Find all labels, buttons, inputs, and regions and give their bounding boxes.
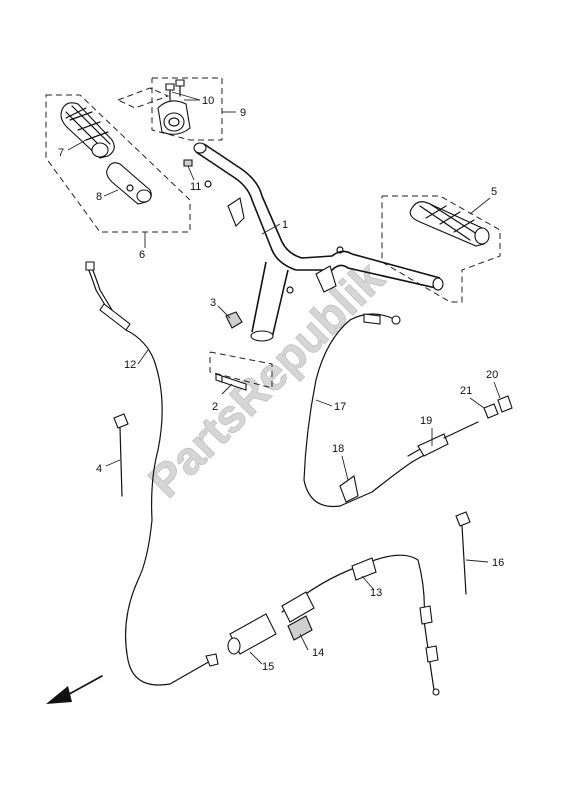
cable-tie-right bbox=[455, 511, 471, 595]
brake-cable bbox=[281, 554, 440, 696]
label-6: 6 bbox=[139, 249, 145, 261]
label-3: 3 bbox=[210, 297, 216, 309]
label-17: 17 bbox=[334, 401, 346, 413]
group-2-outline bbox=[209, 351, 273, 389]
handlebar bbox=[193, 142, 444, 342]
front-arrow-icon bbox=[46, 675, 103, 704]
group-6-outline bbox=[45, 94, 191, 233]
label-12: 12 bbox=[124, 359, 136, 371]
group-6-inner-outline bbox=[116, 87, 170, 109]
label-10: 10 bbox=[202, 95, 214, 107]
label-2: 2 bbox=[212, 401, 218, 413]
cable-tie-left bbox=[113, 413, 129, 497]
adjuster-parts bbox=[483, 395, 513, 419]
label-20: 20 bbox=[486, 369, 498, 381]
throttle-cable bbox=[85, 261, 219, 686]
small-nut bbox=[183, 159, 193, 167]
label-7: 7 bbox=[58, 147, 64, 159]
label-1: 1 bbox=[282, 219, 288, 231]
clutch-cable bbox=[303, 313, 479, 508]
label-11: 11 bbox=[190, 181, 201, 193]
label-5: 5 bbox=[491, 186, 497, 198]
label-14: 14 bbox=[312, 647, 324, 659]
leader-lines bbox=[67, 91, 501, 665]
watermark: PartsRepublik bbox=[138, 251, 394, 507]
screws bbox=[165, 79, 185, 101]
left-grip bbox=[60, 102, 115, 159]
label-13: 13 bbox=[370, 587, 382, 599]
group-5-outline bbox=[381, 195, 501, 303]
junction-sleeve bbox=[227, 613, 277, 655]
cable-junction bbox=[281, 591, 315, 641]
label-8: 8 bbox=[96, 191, 102, 203]
label-16: 16 bbox=[492, 557, 504, 569]
label-19: 19 bbox=[420, 415, 432, 427]
label-9: 9 bbox=[240, 107, 246, 119]
label-15: 15 bbox=[262, 661, 274, 673]
label-21: 21 bbox=[460, 385, 472, 397]
bolt bbox=[215, 373, 247, 391]
label-4: 4 bbox=[96, 463, 102, 475]
right-grip bbox=[409, 201, 490, 247]
clip bbox=[225, 311, 243, 329]
throttle-tube bbox=[106, 162, 152, 205]
label-18: 18 bbox=[332, 443, 344, 455]
group-9-outline bbox=[151, 77, 223, 141]
switch-housing bbox=[157, 100, 191, 135]
